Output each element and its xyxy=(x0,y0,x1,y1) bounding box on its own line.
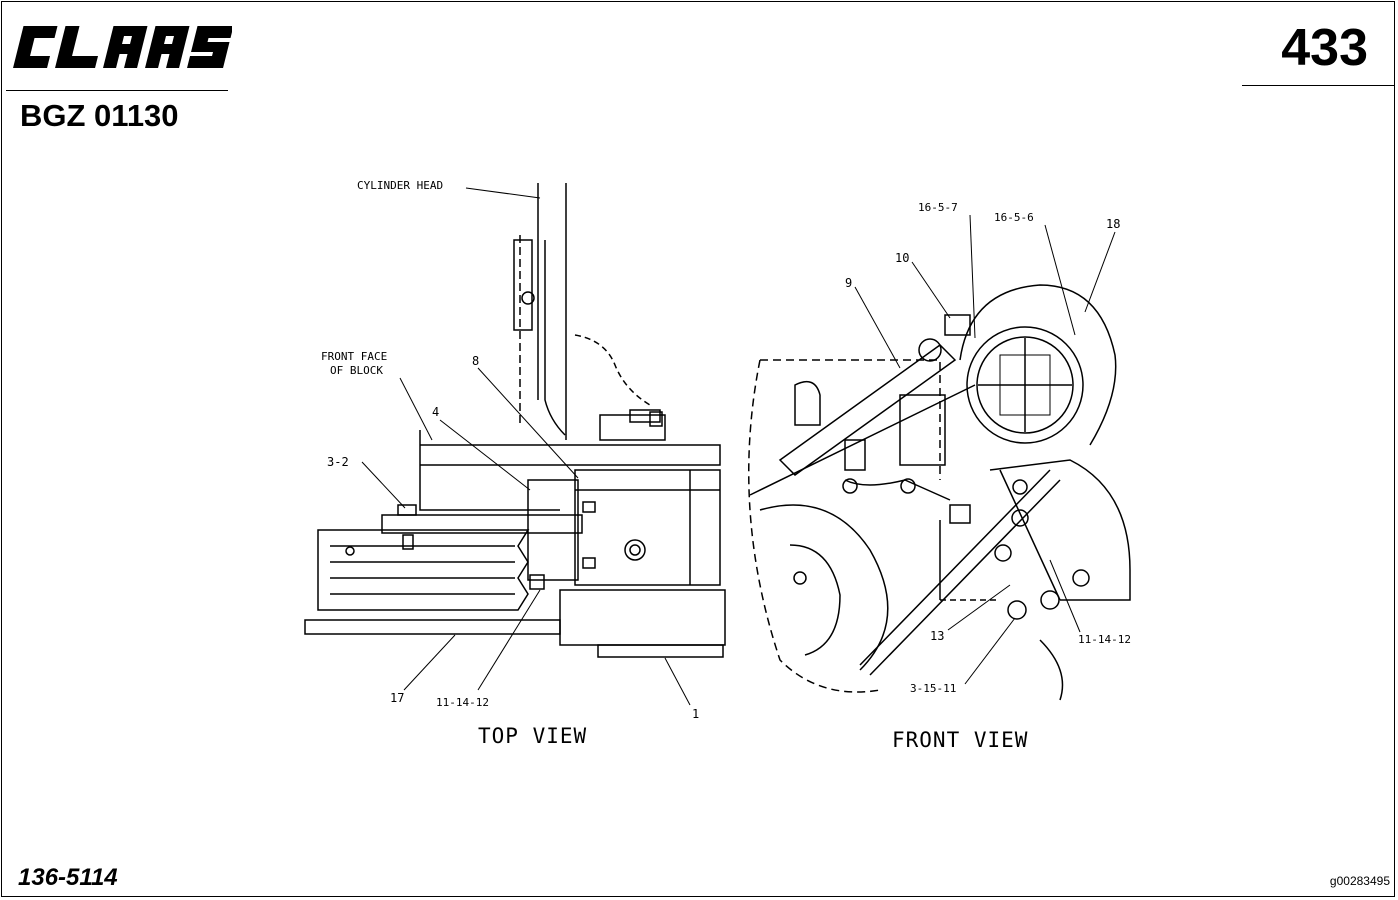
label-16-5-6: 16-5-6 xyxy=(994,211,1034,224)
label-3-15-11: 3-15-11 xyxy=(910,682,956,695)
label-11-14-12-top: 11-14-12 xyxy=(436,696,489,709)
claas-logo-mark xyxy=(13,26,234,68)
label-9: 9 xyxy=(845,276,852,290)
label-16-5-7: 16-5-7 xyxy=(918,201,958,214)
label-13: 13 xyxy=(930,629,944,643)
label-1: 1 xyxy=(692,707,699,721)
label-8: 8 xyxy=(472,354,479,368)
document-id: BGZ 01130 xyxy=(20,98,179,133)
label-of-block: OF BLOCK xyxy=(330,364,383,377)
top-view-leaders xyxy=(361,187,691,706)
label-cylinder-head: CYLINDER HEAD xyxy=(357,179,443,192)
header-rule xyxy=(6,90,228,91)
part-number: 136-5114 xyxy=(18,864,118,891)
label-4: 4 xyxy=(432,405,439,419)
caption-top-view: TOP VIEW xyxy=(478,724,587,748)
page-number-rule xyxy=(1242,85,1394,86)
page-number: 433 xyxy=(1281,19,1368,77)
front-view-leaders xyxy=(854,214,1116,685)
label-3-2: 3-2 xyxy=(327,455,349,469)
label-17: 17 xyxy=(390,691,404,705)
top-view-drawing xyxy=(304,183,726,658)
label-11-14-12-front: 11-14-12 xyxy=(1078,633,1131,646)
label-10: 10 xyxy=(895,251,909,265)
caption-front-view: FRONT VIEW xyxy=(892,728,1028,752)
front-view-drawing xyxy=(748,284,1131,701)
label-front-face: FRONT FACE xyxy=(321,350,387,363)
image-reference: g00283495 xyxy=(1329,874,1390,888)
claas-logo xyxy=(10,24,234,75)
label-18: 18 xyxy=(1106,217,1120,231)
